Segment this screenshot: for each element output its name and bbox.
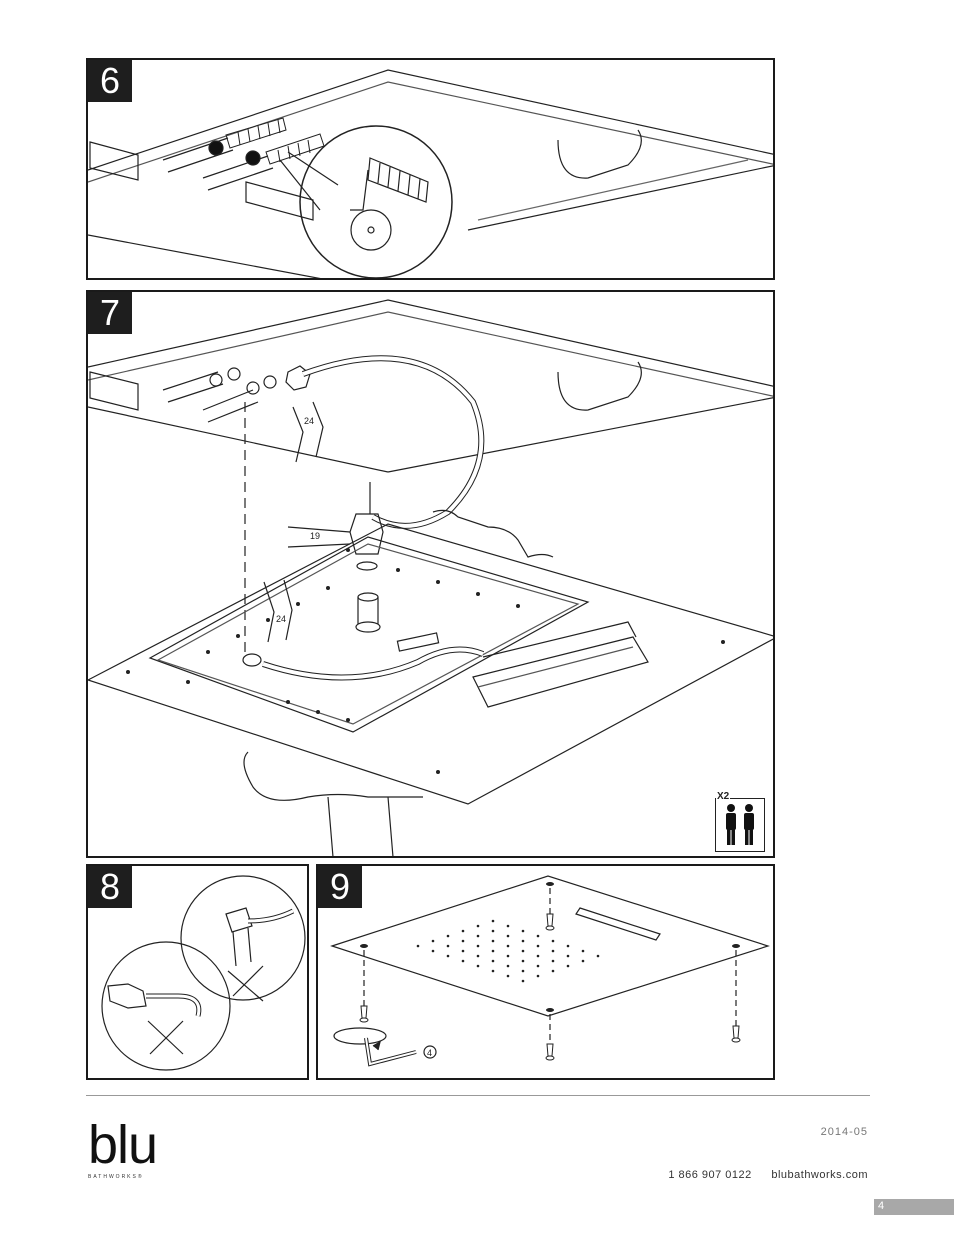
step-7-illustration: 24 19 24 <box>88 299 773 856</box>
document-date: 2014-05 <box>820 1126 868 1138</box>
step-7-panel: 7 24 19 <box>86 290 775 858</box>
contact-info: 1 866 907 0122 blubathworks.com <box>652 1169 868 1181</box>
step-8-panel: 8 <box>86 864 309 1080</box>
wrench-size-middle: 19 <box>310 531 320 541</box>
step-6-number: 6 <box>88 60 132 102</box>
wrench-size-top: 24 <box>304 416 314 426</box>
hex-key-size: 4 <box>427 1048 432 1058</box>
page-number: 4 <box>878 1200 885 1212</box>
two-person-icon <box>726 804 754 845</box>
brand-name: blu <box>88 1115 158 1175</box>
wrench-size-lower: 24 <box>276 614 286 624</box>
step-9-panel: 9 <box>316 864 775 1080</box>
two-person-badge: X2 <box>715 791 765 852</box>
step-6-panel: 6 <box>86 58 775 280</box>
page-number-bar: 4 <box>874 1199 954 1215</box>
step-9-number: 9 <box>318 866 362 908</box>
website-link[interactable]: blubathworks.com <box>771 1169 868 1181</box>
phone-number: 1 866 907 0122 <box>668 1169 752 1181</box>
step-9-illustration: 4 <box>330 875 770 1067</box>
step-7-number: 7 <box>88 292 132 334</box>
brand-logo: blu BATHWORKS® <box>88 1115 158 1180</box>
two-person-label: X2 <box>716 791 731 802</box>
brand-subtitle: BATHWORKS® <box>88 1174 144 1180</box>
step-8-illustration <box>101 875 306 1071</box>
step-8-number: 8 <box>88 866 132 908</box>
step-6-illustration <box>88 69 773 278</box>
footer-divider <box>86 1095 870 1096</box>
